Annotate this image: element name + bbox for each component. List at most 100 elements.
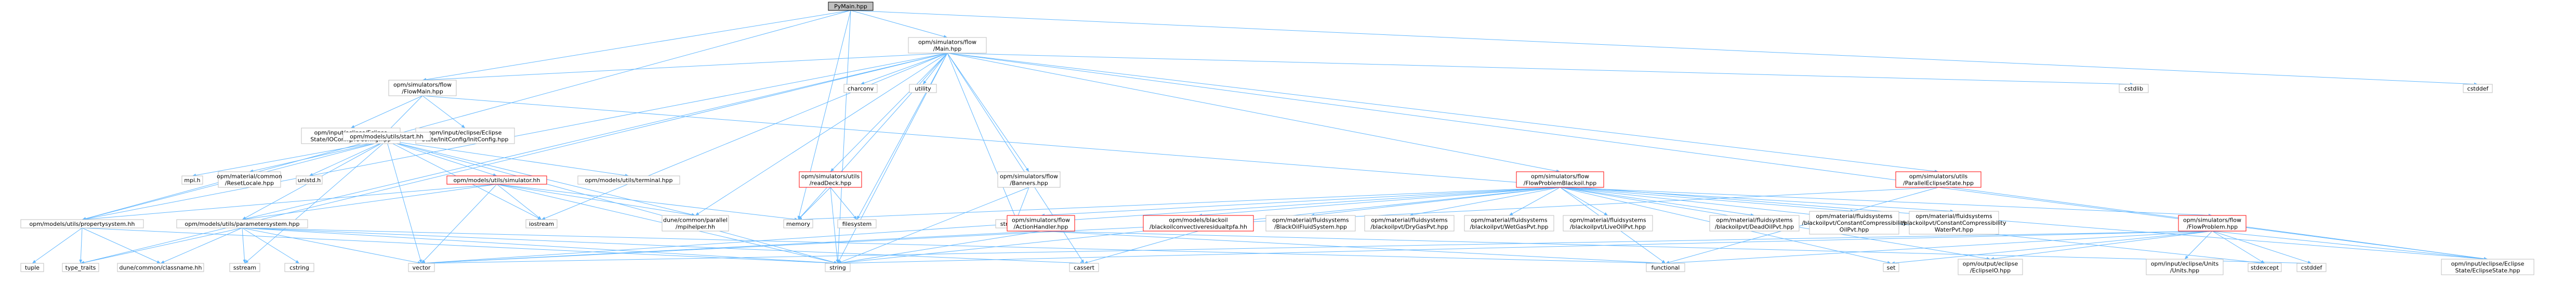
edge-line xyxy=(386,140,838,264)
node-box xyxy=(1909,211,1999,235)
edge-line xyxy=(947,53,1017,220)
node-label: opm/models/utils/terminal.hpp xyxy=(585,177,672,184)
node-sstream[interactable]: sstream xyxy=(229,263,260,272)
arrowhead-icon xyxy=(1509,212,1513,215)
node-wetgas[interactable]: opm/material/fluidsystems/blackoilpvt/We… xyxy=(1464,215,1554,232)
node-functional[interactable]: functional xyxy=(1646,263,1685,272)
node-box xyxy=(1895,171,1981,188)
node-constcompoil[interactable]: opm/material/fluidsystems/blackoilpvt/Co… xyxy=(1802,211,1907,235)
node-flowmain[interactable]: opm/simulators/flow/Main.hpp xyxy=(908,37,987,54)
node-banners[interactable]: opm/simulators/flow/Banners.hpp xyxy=(997,171,1061,188)
node-actionhandler[interactable]: opm/simulators/flow/ActionHandler.hpp xyxy=(1007,215,1075,232)
node-box xyxy=(783,219,813,228)
node-vector[interactable]: vector xyxy=(408,263,435,272)
node-constcompwater[interactable]: opm/material/fluidsystems/blackoilpvt/Co… xyxy=(1902,211,2006,235)
edge-propsys-to-typetraits xyxy=(79,227,83,264)
node-box xyxy=(408,263,435,272)
edge-line xyxy=(32,227,83,264)
node-cstddef[interactable]: cstddef xyxy=(2296,263,2327,272)
node-box xyxy=(446,175,547,185)
node-label: /FlowMain.hpp xyxy=(402,88,443,95)
arrowhead-icon xyxy=(1025,168,1029,172)
node-typetraits[interactable]: type_traits xyxy=(62,263,99,272)
node-label: /blackoilpvt/ConstantCompressibility xyxy=(1802,220,1907,226)
node-flowmainhpp[interactable]: opm/simulators/flow/FlowMain.hpp xyxy=(388,80,457,96)
node-box xyxy=(837,219,877,228)
edge-line xyxy=(386,140,629,176)
node-box xyxy=(415,128,515,144)
node-residualnbc[interactable]: opm/models/blackoil/blackoilconvectivere… xyxy=(1143,215,1254,232)
node-flowproblem[interactable]: opm/simulators/flow/FlowProblem.hpp xyxy=(2178,215,2247,232)
node-label: /Banners.hpp xyxy=(1010,180,1048,187)
edge-line xyxy=(830,53,948,172)
node-box xyxy=(1883,263,1899,272)
node-resetlocale[interactable]: opm/material/common/ResetLocale.hpp xyxy=(217,171,282,188)
node-box xyxy=(1069,263,1099,272)
node-mpih[interactable]: mpi.h xyxy=(181,175,203,185)
node-units[interactable]: opm/input/eclipse/Units/Units.hpp xyxy=(2146,259,2224,275)
node-box xyxy=(825,263,851,272)
node-string[interactable]: string xyxy=(825,263,851,272)
node-drygas[interactable]: opm/material/fluidsystems/blackoilpvt/Dr… xyxy=(1364,215,1455,232)
node-fluidsystem[interactable]: opm/material/fluidsystems/BlackOilFluidS… xyxy=(1265,215,1356,232)
node-label: opm/simulators/flow xyxy=(1012,217,1070,224)
edge-line xyxy=(695,53,948,216)
node-unistd[interactable]: unistd.h xyxy=(296,175,323,185)
node-tuple[interactable]: tuple xyxy=(20,263,44,272)
arrowhead-icon xyxy=(1604,212,1608,215)
node-stdexcept[interactable]: stdexcept xyxy=(2248,263,2282,272)
node-set[interactable]: set xyxy=(1883,263,1899,272)
node-box xyxy=(2119,84,2149,93)
node-label: iostream xyxy=(529,221,554,227)
edge-line xyxy=(422,53,948,81)
edge-line xyxy=(947,53,1561,172)
node-classname[interactable]: dune/common/classname.hh xyxy=(117,263,204,272)
node-box xyxy=(2463,84,2493,93)
node-propsys[interactable]: opm/models/utils/propertysystem.hh xyxy=(20,219,144,228)
node-paramsys[interactable]: opm/models/utils/parametersystem.hpp xyxy=(176,219,308,228)
node-label: opm/models/utils/propertysystem.hh xyxy=(30,221,135,227)
node-filesystem[interactable]: filesystem xyxy=(837,219,877,228)
node-label: WaterPvt.hpp xyxy=(1935,226,1973,233)
node-label: OilPvt.hpp xyxy=(1840,226,1869,233)
edge-line xyxy=(242,227,1085,264)
edge-line xyxy=(798,53,948,220)
node-memory[interactable]: memory xyxy=(783,219,813,228)
node-eclipseio[interactable]: opm/output/eclipse/EclipseIO.hpp xyxy=(1958,259,2023,275)
node-label: stdexcept xyxy=(2251,264,2279,271)
node-cstddef_top[interactable]: cstddef xyxy=(2463,84,2493,93)
node-parallelecl[interactable]: opm/simulators/utils/ParallelEclipseStat… xyxy=(1895,171,1981,188)
node-label: cstring xyxy=(289,264,309,271)
edge-line xyxy=(2212,231,2312,264)
edge-line xyxy=(798,187,1561,220)
node-eclipsestate[interactable]: opm/input/eclipse/EclipseState/EclipseSt… xyxy=(2441,259,2534,275)
edge-simulator-to-iostream xyxy=(496,184,542,220)
node-chrono[interactable]: charconv xyxy=(843,84,878,93)
node-cassert[interactable]: cassert xyxy=(1069,263,1099,272)
node-start[interactable]: opm/models/utils/start.hh xyxy=(342,132,431,141)
node-simulator[interactable]: opm/models/utils/simulator.hh xyxy=(446,175,547,185)
node-readdeck[interactable]: opm/simulators/utils/readDeck.hpp xyxy=(799,171,862,188)
node-label: /blackoilpvt/ConstantCompressibility xyxy=(1902,220,2006,226)
node-terminal[interactable]: opm/models/utils/terminal.hpp xyxy=(577,175,680,185)
edge-line xyxy=(798,10,851,220)
node-initconfig[interactable]: opm/input/eclipse/EclipseState/InitConfi… xyxy=(415,128,515,144)
node-label: opm/material/fluidsystems xyxy=(1816,213,1892,220)
node-cstdlib[interactable]: cstdlib xyxy=(2119,84,2149,93)
edge-line xyxy=(1040,231,1666,264)
edge-flowmain-to-iostream xyxy=(541,53,948,220)
node-iostream[interactable]: iostream xyxy=(525,219,558,228)
node-cstring[interactable]: cstring xyxy=(284,263,314,272)
edge-pymain-to-cstddef_top xyxy=(850,10,2478,86)
edge-flowmainhpp-to-ioconfig xyxy=(350,95,423,129)
node-deadoil[interactable]: opm/material/fluidsystems/blackoilpvt/De… xyxy=(1709,215,1800,232)
node-utility[interactable]: utility xyxy=(909,84,937,93)
node-mpihelper[interactable]: dune/common/parallel/mpihelper.hh xyxy=(662,215,729,232)
arrowhead-icon xyxy=(830,168,835,172)
node-blackoil[interactable]: opm/simulators/flow/FlowProblemBlackoil.… xyxy=(1516,171,1604,188)
node-liveoil[interactable]: opm/material/fluidsystems/blackoilpvt/Li… xyxy=(1563,215,1653,232)
node-label: cstddef xyxy=(2301,264,2323,271)
edge-line xyxy=(1560,187,1954,212)
edge-line xyxy=(80,227,243,264)
arrowhead-icon xyxy=(2185,255,2189,259)
